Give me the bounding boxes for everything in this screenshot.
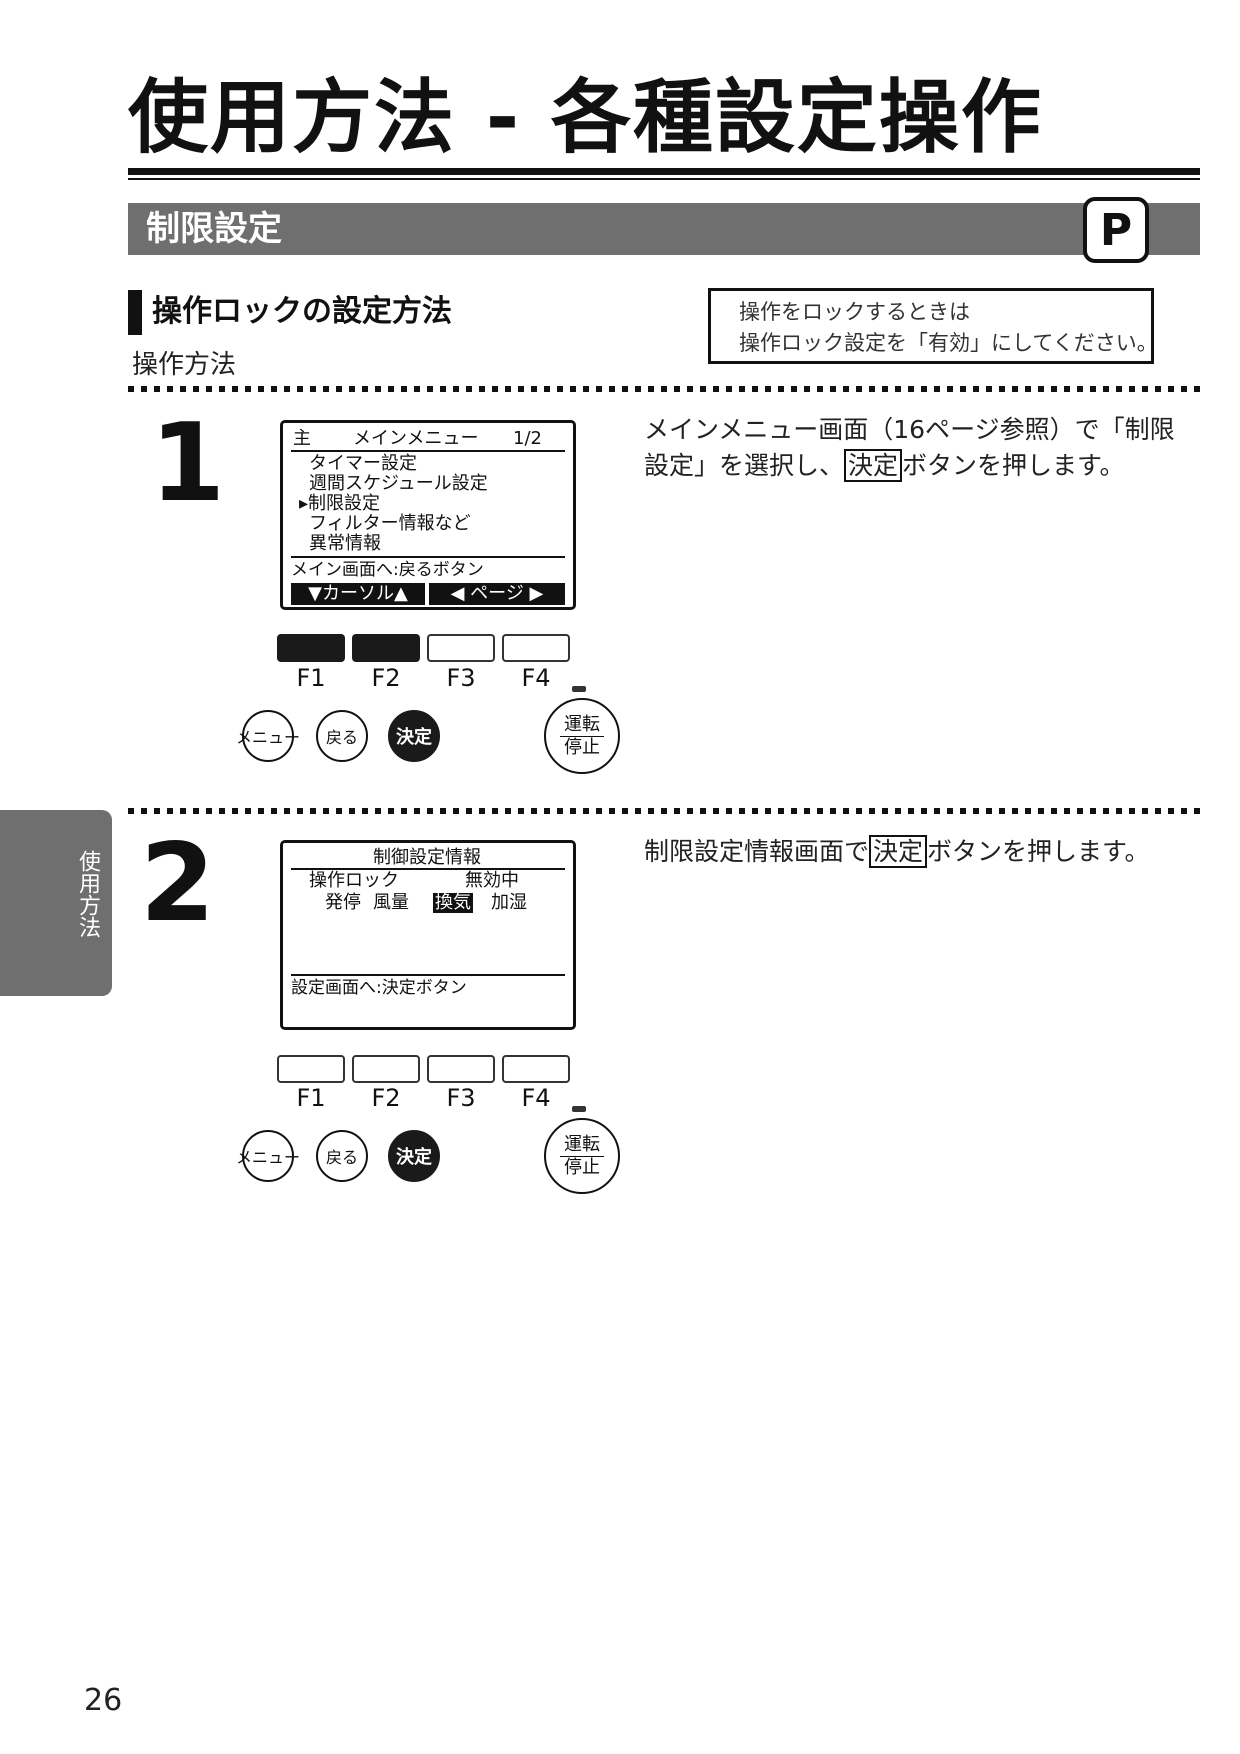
step1-text: 設定」を選択し、: [644, 451, 845, 480]
step1-text-end: ボタンを押します。: [902, 451, 1125, 480]
run-stop-button[interactable]: 運転 停止: [544, 698, 620, 774]
lcd-lock-label: 操作ロック: [309, 870, 399, 891]
f4-label: F4: [521, 664, 551, 692]
back-button[interactable]: 戻る: [316, 710, 368, 762]
side-tab: [0, 810, 112, 996]
lcd-menu-item: フィルター情報など: [309, 513, 471, 534]
note-line-1: 操作をロックするときは: [739, 300, 970, 324]
run-indicator-led: [572, 686, 586, 692]
stop-label: 停止: [564, 736, 600, 758]
lcd-item-start-stop: 発停: [325, 892, 361, 913]
p-badge: P: [1083, 197, 1149, 263]
lcd-lock-value: 無効中: [465, 870, 519, 891]
enter-button[interactable]: 決定: [388, 710, 440, 762]
side-tab-label: 使用方法: [75, 850, 100, 938]
section-title: 制限設定: [146, 209, 282, 249]
back-button[interactable]: 戻る: [316, 1130, 368, 1182]
f3-label: F3: [446, 1084, 476, 1112]
lcd-item-fan-speed: 風量: [373, 892, 409, 913]
lcd-divider: [291, 556, 565, 558]
title-rule: [128, 168, 1200, 175]
run-label: 運転: [560, 1134, 604, 1157]
subheading-marker: [128, 290, 142, 335]
step1-description-line2: 設定」を選択し、決定ボタンを押します。: [644, 448, 1175, 484]
f1-label: F1: [296, 1084, 326, 1112]
run-label: 運転: [560, 714, 604, 737]
f2-key[interactable]: [352, 1055, 420, 1083]
f2-label: F2: [371, 664, 401, 692]
lcd-menu-item: 異常情報: [309, 533, 381, 554]
lcd-menu-item-selected: ▸制限設定: [299, 493, 381, 514]
f2-key[interactable]: [352, 634, 420, 662]
note-line-2: 操作ロック設定を「有効」にしてください。: [739, 331, 1158, 355]
dotted-separator: [128, 386, 1200, 392]
dotted-separator: [128, 808, 1200, 814]
step2-text-end: ボタンを押します。: [927, 837, 1150, 866]
step-number-1: 1: [150, 401, 226, 526]
menu-button[interactable]: メニュー: [236, 1130, 300, 1182]
menu-button[interactable]: メニュー: [236, 710, 300, 762]
step-number-2: 2: [140, 821, 216, 946]
f4-key[interactable]: [502, 1055, 570, 1083]
enter-key-ref: 決定: [869, 835, 928, 868]
lcd-title: 制御設定情報: [373, 847, 481, 868]
lcd-menu-item: 週間スケジュール設定: [309, 473, 488, 494]
f3-label: F3: [446, 664, 476, 692]
subheading: 操作ロックの設定方法: [152, 294, 452, 329]
method-label: 操作方法: [132, 350, 237, 380]
step1-description-line1: メインメニュー画面（16ページ参照）で「制限: [644, 415, 1175, 444]
f3-key[interactable]: [427, 1055, 495, 1083]
lcd-divider: [291, 974, 565, 976]
page-number: 26: [84, 1683, 123, 1718]
note-box: 操作をロックするときは 操作ロック設定を「有効」にしてください。: [708, 288, 1158, 364]
stop-label: 停止: [564, 1156, 600, 1178]
lcd-item-humidify: 加湿: [491, 892, 527, 913]
run-indicator-led: [572, 1106, 586, 1112]
title-rule-thin: [128, 178, 1200, 180]
enter-button[interactable]: 決定: [388, 1130, 440, 1182]
enter-key-ref: 決定: [844, 449, 903, 482]
f1-key[interactable]: [277, 1055, 345, 1083]
lcd-main-menu: 主 メインメニュー 1/2 タイマー設定 週間スケジュール設定 ▸制限設定 フィ…: [280, 420, 576, 610]
f1-label: F1: [296, 664, 326, 692]
f4-label: F4: [521, 1084, 551, 1112]
lcd-divider: [291, 868, 565, 870]
lcd-soft-key-cursor: ▼カーソル▲: [291, 583, 425, 605]
f2-label: F2: [371, 1084, 401, 1112]
f4-key[interactable]: [502, 634, 570, 662]
lcd-footer-hint: メイン画面へ:戻るボタン: [291, 560, 484, 580]
step1-description: メインメニュー画面（16ページ参照）で「制限 設定」を選択し、決定ボタンを押しま…: [644, 412, 1175, 484]
f3-key[interactable]: [427, 634, 495, 662]
lcd-header-page: 1/2: [513, 428, 542, 449]
lcd-item-ventilation: 換気: [433, 892, 473, 913]
lcd-menu-item: タイマー設定: [309, 453, 417, 474]
lcd-header-title: メインメニュー: [353, 428, 479, 449]
f1-key[interactable]: [277, 634, 345, 662]
lcd-header-left: 主: [293, 428, 311, 449]
lcd-soft-key-page: ◀ ページ ▶: [429, 583, 565, 605]
page-title: 使用方法 - 各種設定操作: [128, 71, 1043, 164]
section-bar: [128, 203, 1200, 255]
run-stop-button[interactable]: 運転 停止: [544, 1118, 620, 1194]
lcd-divider: [291, 450, 565, 452]
step2-text: 制限設定情報画面で: [644, 837, 870, 866]
lcd-control-info: 制御設定情報 操作ロック 無効中 発停 風量 換気 加湿 設定画面へ:決定ボタン: [280, 840, 576, 1030]
lcd-footer-hint: 設定画面へ:決定ボタン: [291, 978, 467, 998]
step2-description: 制限設定情報画面で決定ボタンを押します。: [644, 834, 1150, 870]
